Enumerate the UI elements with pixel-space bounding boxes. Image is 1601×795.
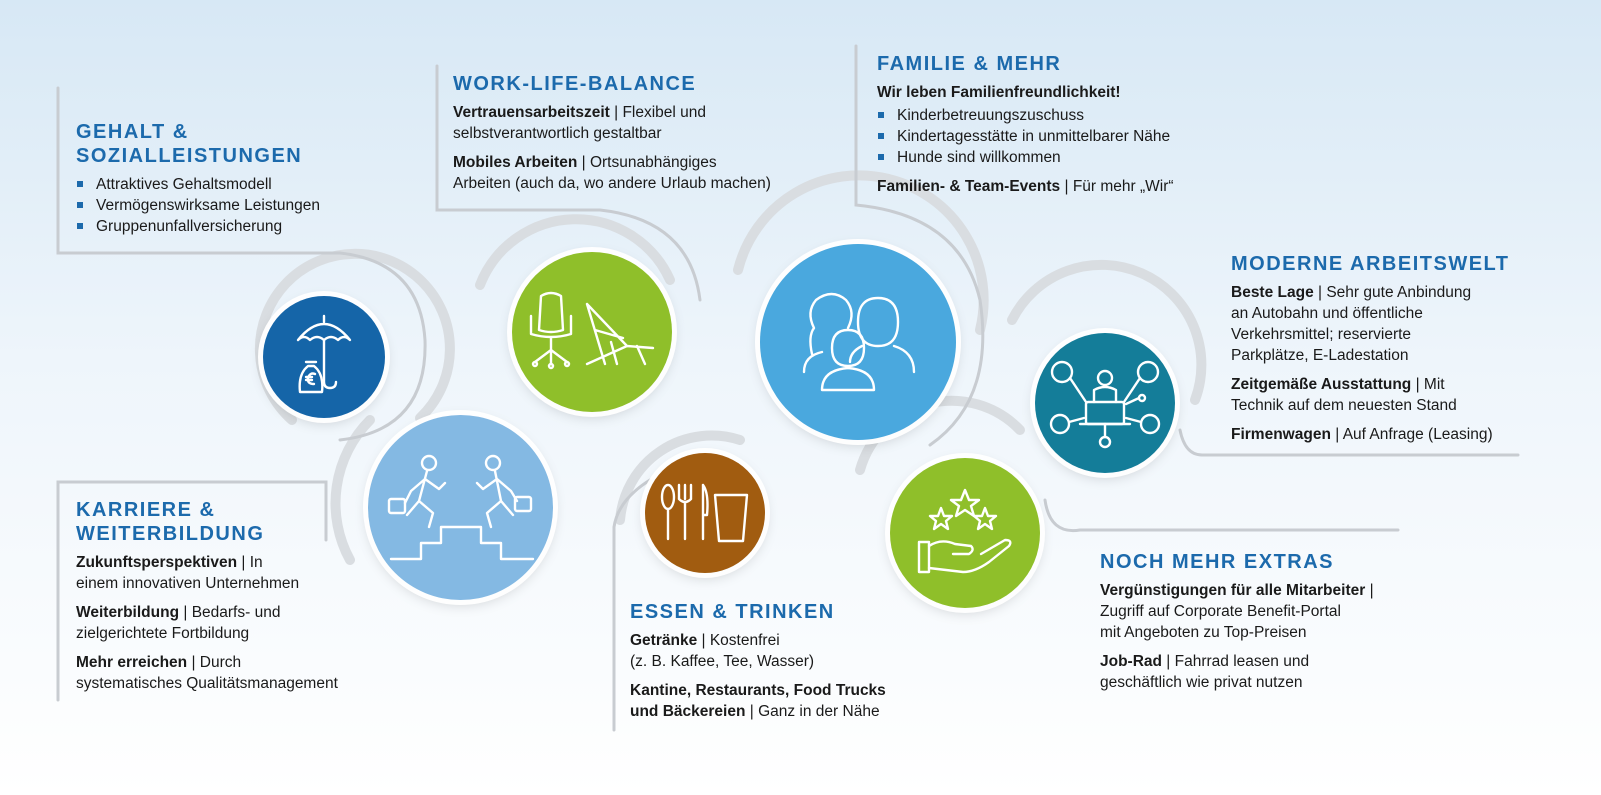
gehalt-title: GEHALT &SOZIALLEISTUNGEN xyxy=(76,121,303,167)
gehalt-circle xyxy=(263,296,385,418)
karriere-title: KARRIERE &WEITERBILDUNG xyxy=(76,499,265,545)
gehalt-list: Attraktives Gehaltsmodell Vermögenswirks… xyxy=(76,174,376,237)
familie-entry: Familien- & Team-Events | Für mehr „Wir“ xyxy=(877,178,1174,195)
familie-title: FAMILIE & MEHR xyxy=(877,53,1062,75)
people-climbing-stairs-icon xyxy=(387,454,534,560)
list-item: Hunde sind willkommen xyxy=(877,147,1257,168)
extras-entry-1: Vergünstigungen für alle Mitarbeiter |Zu… xyxy=(1100,582,1374,641)
office-chair-beach-chair-icon xyxy=(529,291,655,370)
list-item: Attraktives Gehaltsmodell xyxy=(76,174,376,195)
umbrella-money-bag-icon xyxy=(296,314,352,394)
extras-circle xyxy=(890,458,1040,608)
familie-block: FAMILIE & MEHR Wir leben Familienfreundl… xyxy=(877,52,1257,205)
worklife-block: WORK-LIFE-BALANCE Vertrauensarbeitszeit … xyxy=(453,72,833,202)
worklife-circle xyxy=(512,252,672,412)
cutlery-glass-icon xyxy=(660,483,749,543)
gehalt-block: GEHALT &SOZIALLEISTUNGEN Attraktives Geh… xyxy=(76,120,376,245)
essen-title: ESSEN & TRINKEN xyxy=(630,601,835,623)
arbeitswelt-title: MODERNE ARBEITSWELT xyxy=(1231,253,1510,275)
family-group-icon xyxy=(802,292,916,392)
karriere-block: KARRIERE &WEITERBILDUNG Zukunftsperspekt… xyxy=(76,498,396,702)
familie-intro: Wir leben Familienfreundlichkeit! xyxy=(877,84,1121,101)
worklife-title: WORK-LIFE-BALANCE xyxy=(453,73,697,95)
list-item: Vermögenswirksame Leistungen xyxy=(76,195,376,216)
arbeitswelt-circle xyxy=(1035,333,1175,473)
extras-block: NOCH MEHR EXTRAS Vergünstigungen für all… xyxy=(1100,550,1440,701)
karriere-circle xyxy=(368,415,553,600)
familie-list: Kinderbetreuungszuschuss Kindertagesstät… xyxy=(877,105,1257,168)
extras-title: NOCH MEHR EXTRAS xyxy=(1100,551,1335,573)
essen-block: ESSEN & TRINKEN Getränke | Kostenfrei(z.… xyxy=(630,600,950,730)
familie-circle xyxy=(760,244,956,440)
arbeitswelt-entry-3: Firmenwagen | Auf Anfrage (Leasing) xyxy=(1231,426,1493,443)
essen-entry-1: Getränke | Kostenfrei(z. B. Kaffee, Tee,… xyxy=(630,632,815,670)
list-item: Kindertagesstätte in unmittelbarer Nähe xyxy=(877,126,1257,147)
list-item: Kinderbetreuungszuschuss xyxy=(877,105,1257,126)
hand-stars-icon xyxy=(917,488,1012,574)
essen-circle xyxy=(645,453,765,573)
network-laptop-icon xyxy=(1049,360,1161,449)
arbeitswelt-block: MODERNE ARBEITSWELT Beste Lage | Sehr gu… xyxy=(1231,252,1561,453)
list-item: Gruppenunfallversicherung xyxy=(76,216,376,237)
